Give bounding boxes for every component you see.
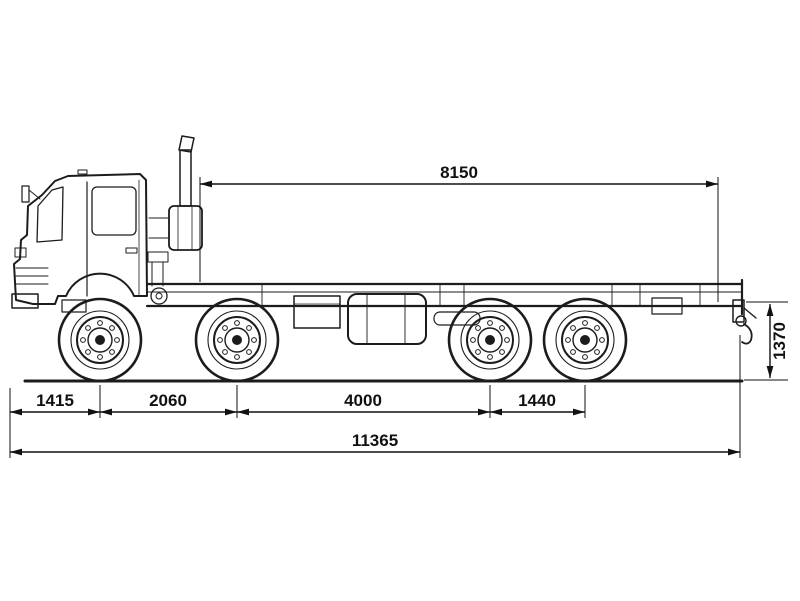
dimension-lines [9,177,788,458]
rear-equipment-box [651,297,683,315]
behind-cab-box [147,251,169,263]
windshield [36,186,64,243]
tow-hook [741,323,753,345]
hitch-plate [732,299,745,323]
headlight [14,247,27,258]
wheel-axle-4 [542,297,628,383]
dim-label-axle-2-3: 4000 [344,391,382,410]
exhaust-tip [178,135,195,153]
battery-box [293,295,341,329]
dim-label-axle-1-2: 2060 [149,391,187,410]
hitch-brace [743,307,757,319]
cab-step [61,299,87,313]
mirror-arm [28,189,41,200]
hitch-eye [735,315,747,327]
dimension-labels: 8150 1370 1415 2060 4000 1440 11365 [36,163,789,450]
fuel-tank [347,293,427,345]
dim-label-frame-height: 1370 [770,322,789,360]
dim-label-axle-3-4: 1440 [518,391,556,410]
pump-wheel [150,287,168,305]
wheel-axle-3 [447,297,533,383]
door-window [91,186,137,236]
wheel-axle-2 [194,297,280,383]
wheel-axle-1 [57,297,143,383]
mirror [21,185,30,203]
dim-label-front-overhang: 1415 [36,391,74,410]
door-handle [125,247,138,254]
roof-marker-light [77,169,88,175]
exhaust-pipe [179,149,192,207]
cab-outline [13,173,148,305]
dim-label-top-span: 8150 [440,163,478,182]
front-bumper [11,293,39,309]
truck-drawing [11,135,757,383]
muffler [168,205,203,251]
dim-label-overall-length: 11365 [352,431,398,450]
pump-hub [155,292,163,300]
